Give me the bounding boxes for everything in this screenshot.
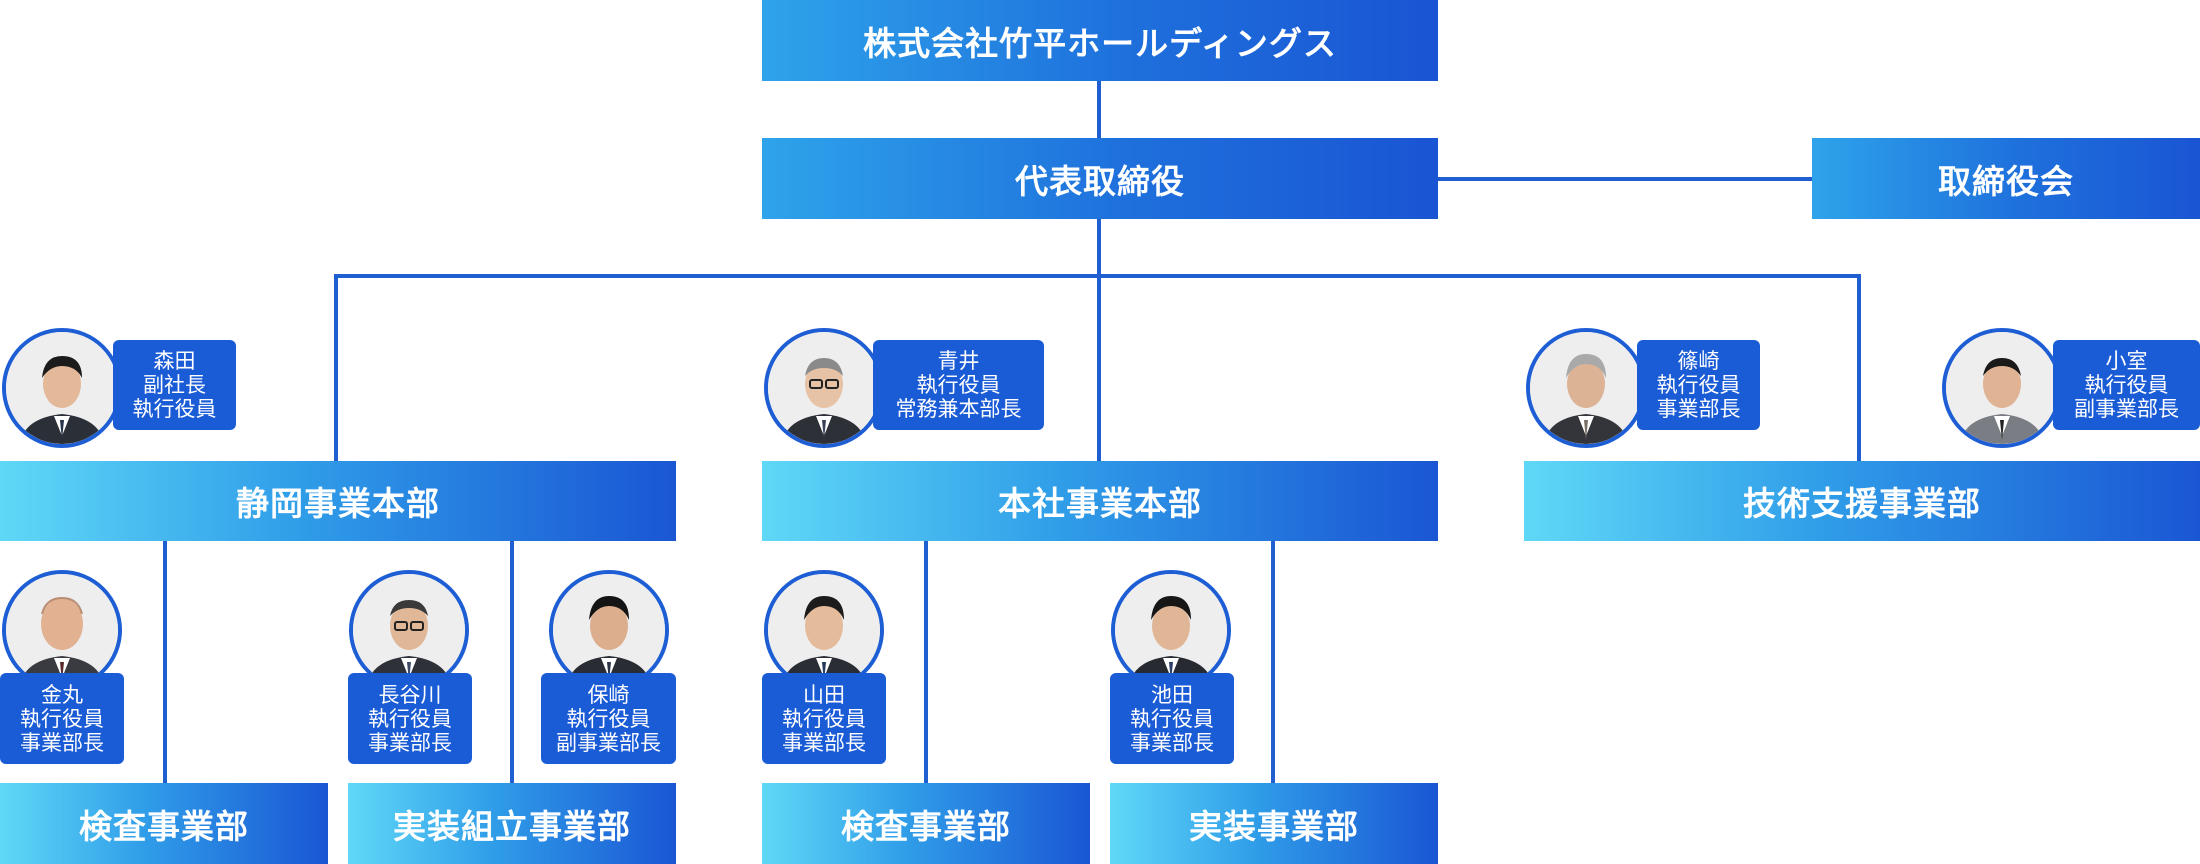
person-name: 青井 (937, 349, 980, 373)
person-title: 執行役員 (566, 706, 651, 731)
tag-kanamaru: 金丸 執行役員 事業部長 (0, 673, 124, 764)
person-icon (6, 332, 118, 444)
person-icon (768, 574, 880, 686)
tag-komuro: 小室 執行役員 副事業部長 (2053, 340, 2200, 430)
person-title: 執行役員 (916, 373, 1001, 397)
person-title: 常務兼本部長 (895, 397, 1022, 421)
person-name: 保崎 (587, 682, 630, 707)
department-honsha-kensa: 検査事業部 (762, 783, 1090, 864)
avatar-hasegawa (349, 570, 469, 690)
connector-to-shizuoka (334, 274, 338, 461)
person-title: 執行役員 (132, 397, 217, 421)
tag-ikeda: 池田 執行役員 事業部長 (1110, 673, 1234, 764)
person-title: 副事業部長 (2074, 397, 2179, 421)
person-name: 長谷川 (378, 682, 442, 707)
connector-shizuoka-kensa (163, 541, 167, 783)
person-icon (1530, 332, 1642, 444)
person-name: 小室 (2105, 349, 2148, 373)
person-name: 金丸 (41, 682, 83, 707)
department-shizuoka-kensa: 検査事業部 (0, 783, 328, 864)
person-name: 山田 (803, 682, 845, 707)
person-icon (1115, 574, 1227, 686)
avatar-morita (2, 328, 122, 448)
tag-yamada: 山田 執行役員 事業部長 (762, 673, 886, 764)
person-icon (353, 574, 465, 686)
avatar-hozaki (549, 570, 669, 690)
connector-representative-trunk (1097, 219, 1101, 461)
tag-hasegawa: 長谷川 執行役員 事業部長 (348, 673, 472, 764)
avatar-aoi (764, 328, 884, 448)
connector-to-gijutsu (1857, 274, 1861, 461)
avatar-kanamaru (2, 570, 122, 690)
division-shizuoka: 静岡事業本部 (0, 461, 676, 541)
tag-morita: 森田 副社長 執行役員 (113, 340, 236, 430)
person-title: 執行役員 (2084, 373, 2169, 397)
person-title: 執行役員 (1656, 373, 1741, 397)
connector-representative-to-board (1437, 177, 1812, 181)
avatar-ikeda (1111, 570, 1231, 690)
person-title: 事業部長 (20, 730, 104, 755)
person-icon (1946, 332, 2058, 444)
representative-box: 代表取締役 (762, 138, 1438, 219)
person-title: 事業部長 (1656, 397, 1741, 421)
person-title: 執行役員 (20, 706, 104, 731)
person-title: 事業部長 (782, 730, 866, 755)
division-honsha: 本社事業本部 (762, 461, 1438, 541)
connector-shizuoka-jisso-kumitate (510, 541, 514, 783)
person-name: 池田 (1151, 682, 1193, 707)
person-title: 副社長 (143, 373, 206, 397)
person-title: 執行役員 (782, 706, 866, 731)
person-icon (6, 574, 118, 686)
avatar-yamada (764, 570, 884, 690)
person-title: 副事業部長 (556, 730, 661, 755)
person-title: 執行役員 (1130, 706, 1214, 731)
board-box: 取締役会 (1812, 138, 2200, 219)
person-title: 執行役員 (368, 706, 452, 731)
tag-shinozaki: 篠崎 執行役員 事業部長 (1637, 340, 1760, 430)
connector-division-horizontal (334, 274, 1861, 278)
person-title: 事業部長 (1130, 730, 1214, 755)
company-box: 株式会社竹平ホールディングス (762, 0, 1438, 81)
department-shizuoka-jisso-kumitate: 実装組立事業部 (348, 783, 676, 864)
tag-hozaki: 保崎 執行役員 副事業部長 (541, 673, 676, 764)
connector-honsha-kensa (924, 541, 928, 783)
tag-aoi: 青井 執行役員 常務兼本部長 (873, 340, 1044, 430)
person-icon (768, 332, 880, 444)
connector-company-to-representative (1097, 81, 1101, 138)
connector-honsha-jisso (1271, 541, 1275, 783)
person-icon (553, 574, 665, 686)
person-name: 森田 (153, 349, 196, 373)
person-title: 事業部長 (368, 730, 452, 755)
person-name: 篠崎 (1677, 349, 1720, 373)
avatar-shinozaki (1526, 328, 1646, 448)
department-honsha-jisso: 実装事業部 (1110, 783, 1438, 864)
avatar-komuro (1942, 328, 2062, 448)
division-gijutsu: 技術支援事業部 (1524, 461, 2200, 541)
